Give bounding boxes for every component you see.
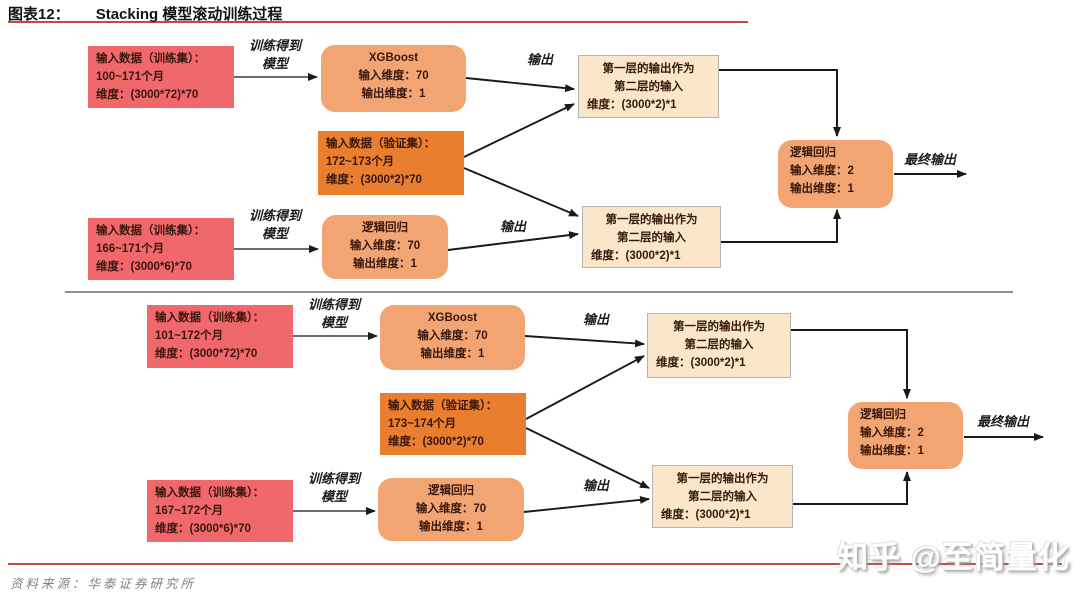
output-label-4: 输出: [582, 478, 609, 493]
final-logit-box-2: 逻辑回归 输入维度：2 输出维度：1: [848, 402, 963, 469]
connector-layer1bottom-to-final2: [793, 471, 911, 505]
arrow-xgboost1-output: [465, 77, 575, 93]
connector-layer1bottom-to-final1: [720, 209, 841, 243]
train-model-label-3: 训练得到 模型: [307, 297, 360, 330]
train-set-box-bottom-2: 输入数据（训练集）： 167~172个月 维度：(3000*6)*70: [147, 480, 293, 542]
output-label-3: 输出: [582, 312, 609, 327]
arrow-valid2-up: [525, 355, 645, 420]
layer1-output-box-top-2: 第一层的输出作为 第二层的输入 维度：(3000*2)*1: [647, 313, 791, 378]
logit-box-2: 逻辑回归 输入维度：70 输出维度：1: [378, 478, 524, 541]
train-model-label-2: 训练得到 模型: [248, 208, 301, 241]
figure-label: 图表12：: [8, 6, 70, 23]
arrow-xgboost2-output: [524, 335, 645, 348]
layer1-output-box-bottom-2: 第一层的输出作为 第二层的输入 维度：(3000*2)*1: [652, 465, 793, 528]
arrow-logit2-output: [523, 495, 650, 513]
xgboost-box-1: XGBoost 输入维度：70 输出维度：1: [321, 45, 466, 112]
figure-title: 图表12： Stacking 模型滚动训练过程: [8, 3, 282, 24]
connector-layer1top-to-final1: [718, 69, 841, 137]
train-set-box-top-2: 输入数据（训练集）： 101~172个月 维度：(3000*72)*70: [147, 305, 293, 368]
xgboost-box-2: XGBoost 输入维度：70 输出维度：1: [380, 305, 525, 370]
layer1-output-box-top-1: 第一层的输出作为 第二层的输入 维度：(3000*2)*1: [578, 55, 719, 118]
connector-layer1top-to-final2: [791, 329, 911, 399]
bottom-rule: [8, 563, 1062, 565]
page-title: Stacking 模型滚动训练过程: [95, 6, 283, 23]
source-note: 资料来源：华泰证券研究所: [10, 577, 197, 591]
output-label-1: 输出: [526, 52, 553, 67]
train-model-label-1: 训练得到 模型: [248, 38, 301, 71]
train-set-box-top-1: 输入数据（训练集）： 100~171个月 维度：(3000*72)*70: [88, 46, 234, 108]
validation-set-box-2: 输入数据（验证集）： 173~174个月 维度：(3000*2)*70: [380, 393, 526, 455]
output-label-2: 输出: [499, 219, 526, 234]
validation-set-box-1: 输入数据（验证集）： 172~173个月 维度：(3000*2)*70: [318, 131, 464, 195]
logit-box-1: 逻辑回归 输入维度：70 输出维度：1: [322, 215, 448, 279]
arrow-valid1-down: [463, 167, 579, 217]
arrow-logit1-output: [447, 231, 579, 251]
diagram-separator: [65, 291, 1013, 293]
arrow-valid1-up: [463, 103, 575, 158]
train-set-box-bottom-1: 输入数据（训练集）： 166~171个月 维度：(3000*6)*70: [88, 218, 234, 280]
final-logit-box-1: 逻辑回归 输入维度：2 输出维度：1: [778, 140, 893, 208]
final-output-label-1: 最终输出: [903, 152, 956, 167]
train-model-label-4: 训练得到 模型: [307, 471, 360, 504]
arrow-valid2-down: [525, 427, 650, 489]
title-rule: [8, 21, 748, 23]
watermark: 知乎 @至简量化: [837, 540, 1070, 575]
final-output-label-2: 最终输出: [976, 414, 1029, 429]
layer1-output-box-bottom-1: 第一层的输出作为 第二层的输入 维度：(3000*2)*1: [582, 206, 721, 268]
